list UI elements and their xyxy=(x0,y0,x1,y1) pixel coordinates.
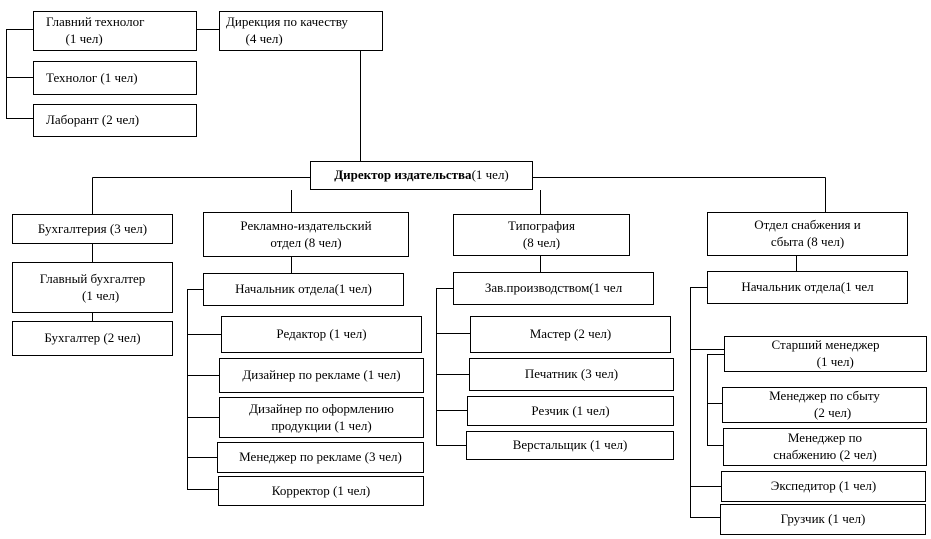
ad-dept-box: Рекламно-издательский отдел (8 чел) xyxy=(203,212,409,257)
connector-ad-staff xyxy=(187,289,221,490)
connector-print-staff xyxy=(436,288,470,446)
proofreader-box: Корректор (1 чел) xyxy=(218,476,424,506)
supply-dept-label: Отдел снабжения и сбыта (8 чел) xyxy=(754,217,861,249)
chief-accountant-box: Главный бухгалтер (1 чел) xyxy=(12,262,173,313)
quality-directorate-box: Дирекция по качеству (4 чел) xyxy=(219,11,383,51)
printing-house-label: Типография (8 чел) xyxy=(508,218,575,250)
sales-manager-box: Менеджер по сбыту (2 чел) xyxy=(722,387,927,423)
connector-supply-staff xyxy=(690,287,724,518)
technologist-box: Технолог (1 чел) xyxy=(33,61,197,95)
editor-box: Редактор (1 чел) xyxy=(221,316,422,353)
master-box: Мастер (2 чел) xyxy=(470,316,671,353)
supply-head-label: Начальник отдела(1 чел xyxy=(741,279,874,295)
connector-director-bus xyxy=(92,177,826,214)
production-head-label: Зав.производством(1 чел xyxy=(484,280,623,296)
chief-technologist-box: Главний технолог (1 чел) xyxy=(33,11,197,51)
director-count: (1 чел) xyxy=(471,167,509,183)
printer-box: Печатник (3 чел) xyxy=(469,358,674,391)
typesetter-box: Верстальщик (1 чел) xyxy=(466,431,674,460)
accounting-label: Бухгалтерия (3 чел) xyxy=(37,220,148,236)
supply-dept-box: Отдел снабжения и сбыта (8 чел) xyxy=(707,212,908,256)
director-title: Директор издательства xyxy=(334,167,472,183)
ad-manager-label: Менеджер по рекламе (3 чел) xyxy=(239,449,402,465)
ad-dept-label: Рекламно-издательский отдел (8 чел) xyxy=(240,217,372,250)
quality-directorate-label: Дирекция по качеству (4 чел) xyxy=(226,14,348,46)
forwarder-box: Экспедитор (1 чел) xyxy=(721,471,926,502)
connector-supply-managers xyxy=(707,354,724,446)
senior-manager-label: Старший менеджер (1 чел) xyxy=(771,337,880,369)
ad-designer-box: Дизайнер по рекламе (1 чел) xyxy=(219,358,424,393)
accountant-label: Бухгалтер (2 чел) xyxy=(44,330,141,346)
ad-head-box: Начальник отдела(1 чел) xyxy=(203,273,404,306)
sales-manager-label: Менеджер по сбыту (2 чел) xyxy=(769,388,880,420)
editor-label: Редактор (1 чел) xyxy=(276,326,367,342)
proofreader-label: Корректор (1 чел) xyxy=(271,482,371,498)
supply-head-box: Начальник отдела(1 чел xyxy=(707,271,908,304)
loader-box: Грузчик (1 чел) xyxy=(720,504,926,535)
chief-accountant-label: Главный бухгалтер (1 чел) xyxy=(39,270,146,303)
chief-technologist-label: Главний технолог (1 чел) xyxy=(46,14,145,46)
forwarder-label: Экспедитор (1 чел) xyxy=(770,478,877,494)
director-box: Директор издательства(1 чел) xyxy=(310,161,533,190)
product-designer-label: Дизайнер по оформлению продукции (1 чел) xyxy=(249,400,394,433)
cutter-label: Резчик (1 чел) xyxy=(531,402,610,418)
connector-technologist-group xyxy=(6,29,34,119)
lab-assistant-label: Лаборант (2 чел) xyxy=(46,112,140,128)
typesetter-label: Верстальщик (1 чел) xyxy=(512,437,628,453)
lab-assistant-box: Лаборант (2 чел) xyxy=(33,104,197,137)
supply-manager-label: Менеджер по снабжению (2 чел) xyxy=(773,430,877,462)
product-designer-box: Дизайнер по оформлению продукции (1 чел) xyxy=(219,397,424,438)
ad-head-label: Начальник отдела(1 чел) xyxy=(235,281,372,297)
supply-manager-box: Менеджер по снабжению (2 чел) xyxy=(723,428,927,466)
ad-manager-box: Менеджер по рекламе (3 чел) xyxy=(217,442,424,473)
senior-manager-box: Старший менеджер (1 чел) xyxy=(724,336,927,372)
printing-house-box: Типография (8 чел) xyxy=(453,214,630,256)
accounting-box: Бухгалтерия (3 чел) xyxy=(12,214,173,244)
ad-designer-label: Дизайнер по рекламе (1 чел) xyxy=(242,367,401,383)
production-head-box: Зав.производством(1 чел xyxy=(453,272,654,305)
technologist-label: Технолог (1 чел) xyxy=(46,69,138,85)
printer-label: Печатник (3 чел) xyxy=(524,366,619,382)
loader-label: Грузчик (1 чел) xyxy=(780,511,866,527)
cutter-box: Резчик (1 чел) xyxy=(467,396,674,426)
accountant-box: Бухгалтер (2 чел) xyxy=(12,321,173,356)
master-label: Мастер (2 чел) xyxy=(529,326,612,342)
